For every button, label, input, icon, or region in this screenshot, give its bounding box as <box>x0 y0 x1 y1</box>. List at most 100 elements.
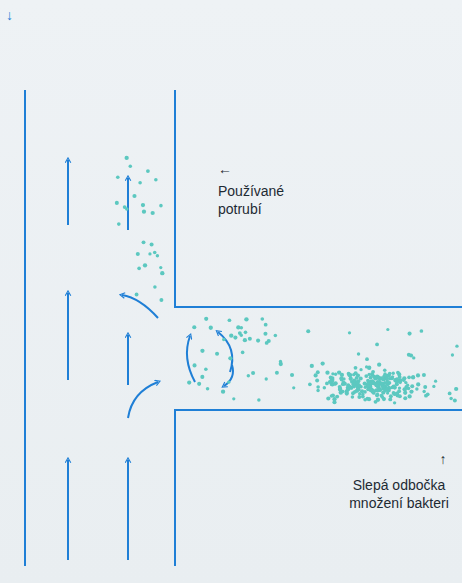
bacteria-dot <box>371 370 375 374</box>
bacteria-dot <box>408 332 412 336</box>
bacteria-dot <box>321 361 325 365</box>
bacteria-dot <box>398 386 401 389</box>
bacteria-dot <box>415 387 418 390</box>
bacteria-dot <box>357 352 360 355</box>
bacteria-dot <box>156 254 159 257</box>
bacteria-dot <box>228 318 232 322</box>
bacteria-dot <box>335 395 339 399</box>
bacteria-dot <box>244 331 248 335</box>
bacteria-dot <box>359 368 362 371</box>
bacteria-dot <box>365 357 369 361</box>
bacteria-dot <box>306 329 310 333</box>
flow-arrows <box>68 160 233 560</box>
bacteria-dot <box>388 372 392 376</box>
bacteria-dot <box>263 332 267 336</box>
bacteria-dot <box>396 371 400 375</box>
bacteria-dot <box>132 194 136 198</box>
bacteria-dot <box>387 389 391 393</box>
bacteria-dot <box>330 394 333 397</box>
bacteria-dot <box>348 331 351 334</box>
bacteria-dot <box>398 375 402 379</box>
bacteria-dot <box>227 380 230 383</box>
bacteria-dot <box>153 285 157 289</box>
bacteria-dot <box>409 390 413 394</box>
bacteria-dot <box>422 390 425 393</box>
bacteria-dot <box>197 382 201 386</box>
bacteria-dot <box>116 175 120 179</box>
bacteria-dot <box>389 394 393 398</box>
bacteria-dot <box>244 317 248 321</box>
bacteria-dot <box>382 390 386 394</box>
bacteria-dot <box>160 271 164 275</box>
bacteria-dot <box>386 328 389 331</box>
bacteria-dot <box>449 397 452 400</box>
bacteria-dot <box>386 379 389 382</box>
bacteria-dot <box>376 393 380 397</box>
bacteria-dot <box>229 334 233 338</box>
bacteria-dot <box>369 376 373 380</box>
bacteria-dot <box>310 364 314 368</box>
bacteria-dot <box>279 362 283 366</box>
bacteria-dot <box>346 388 350 392</box>
bacteria-dot <box>138 181 142 185</box>
bacteria-dot <box>151 211 155 215</box>
bacteria-dot <box>398 394 402 398</box>
bacteria-dot <box>404 385 408 389</box>
bacteria-dot <box>316 370 320 374</box>
bacteria-dot <box>200 375 204 379</box>
bacteria-dot <box>337 370 341 374</box>
bacteria-dot <box>142 240 146 244</box>
bacteria-dot <box>403 396 407 400</box>
bacteria-dot <box>348 385 351 388</box>
bacteria-dot <box>377 375 381 379</box>
bacteria-dot <box>292 386 295 389</box>
bacteria-dot <box>192 325 196 329</box>
bacteria-dot <box>404 381 407 384</box>
bacteria-dot <box>274 334 278 338</box>
pipe-label: Používané potrubí <box>218 182 328 218</box>
bacteria-dot <box>339 376 343 380</box>
bacteria-dot <box>326 396 330 400</box>
bacteria-dot <box>243 338 247 342</box>
bacteria-dot <box>135 293 139 297</box>
bacteria-dot <box>123 205 127 209</box>
bacteria-dot <box>407 353 411 357</box>
bacteria-dot <box>275 371 279 375</box>
bacteria-dot <box>392 371 395 374</box>
bacteria-dot <box>142 209 146 213</box>
bacteria-dot <box>375 384 378 387</box>
bacteria-dot <box>143 263 147 267</box>
bacteria-dot <box>264 323 268 327</box>
bacteria-dot <box>407 375 411 379</box>
bacteria-dot <box>117 222 121 226</box>
bacteria-dot <box>204 317 208 321</box>
bacteria-dot <box>187 380 191 384</box>
bacteria-dot <box>355 376 359 380</box>
bacteria-dot <box>416 382 420 386</box>
bacteria-dot <box>240 333 243 336</box>
bacteria-dot <box>247 374 250 377</box>
bacteria-dot <box>374 388 378 392</box>
bacteria-dot <box>125 156 129 160</box>
bacteria-dot <box>153 251 157 255</box>
bacteria-dot <box>265 341 269 345</box>
bacteria-dot <box>374 400 378 404</box>
bacteria-dot <box>256 339 260 343</box>
bacteria-dot <box>204 367 208 371</box>
bacteria-dot <box>383 369 387 373</box>
bacteria-dot <box>248 337 252 341</box>
bacteria-dot <box>412 356 415 359</box>
bacteria-dot <box>365 397 369 401</box>
bacteria-dot <box>141 203 145 207</box>
bacteria-dot <box>200 349 204 353</box>
bacteria-dot <box>236 325 240 329</box>
bacteria-dot <box>221 390 225 394</box>
bacteria-dot <box>375 383 379 387</box>
dead-end-label: Slepá odbočka množení bakteri <box>340 476 458 512</box>
bacteria-dot <box>390 376 394 380</box>
bacteria-dot <box>325 371 329 375</box>
bacteria-dot <box>316 389 319 392</box>
bacteria-dot <box>363 390 367 394</box>
bacteria-dot <box>323 386 326 389</box>
pointer-arrow: ← <box>218 160 232 178</box>
